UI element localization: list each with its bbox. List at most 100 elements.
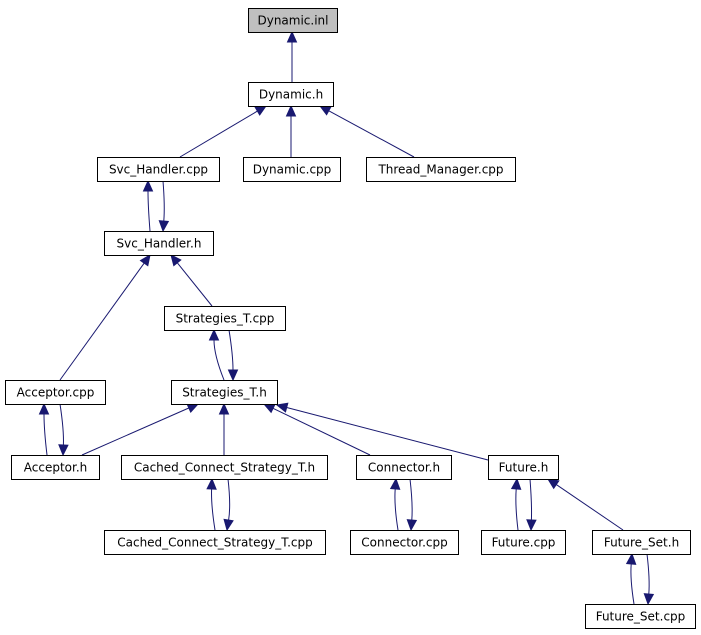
edge-connector-cpp-to-connector-h xyxy=(389,477,401,531)
edge-line xyxy=(43,413,48,456)
edge-svc-handler-cpp-to-dynamic-h xyxy=(179,105,268,158)
arrowhead xyxy=(186,403,200,414)
edge-line xyxy=(179,110,258,158)
arrowhead xyxy=(206,477,217,490)
node-cached-connect-strategy-t-cpp[interactable]: Cached_Connect_Strategy_T.cpp xyxy=(104,530,326,555)
node-future-cpp[interactable]: Future.cpp xyxy=(481,530,566,555)
edge-line xyxy=(529,478,533,521)
node-strategies-t-h[interactable]: Strategies_T.h xyxy=(171,380,278,405)
node-box xyxy=(248,82,334,107)
node-dynamic-cpp[interactable]: Dynamic.cpp xyxy=(243,157,341,182)
node-box xyxy=(171,380,278,405)
edge-future-set-h-to-future-h xyxy=(546,478,624,531)
node-box xyxy=(243,157,341,182)
node-label: Dynamic.h xyxy=(259,88,323,102)
edge-line xyxy=(213,339,225,381)
arrowhead xyxy=(142,179,154,192)
node-future-h[interactable]: Future.h xyxy=(488,455,559,480)
arrowhead xyxy=(510,477,522,490)
edge-acceptor-cpp-to-acceptor-h xyxy=(58,403,69,457)
edge-connector-h-to-connector-cpp xyxy=(406,478,418,532)
edge-future-set-h-to-future-set-cpp xyxy=(643,553,655,606)
node-label: Strategies_T.h xyxy=(182,386,267,400)
edge-line xyxy=(409,478,413,521)
edge-line xyxy=(394,488,399,531)
edge-future-h-to-strategies-t-h xyxy=(275,402,489,461)
node-label: Dynamic.cpp xyxy=(253,163,332,177)
arrowhead xyxy=(625,552,637,565)
node-cached-connect-strategy-t-h[interactable]: Cached_Connect_Strategy_T.h xyxy=(121,455,328,480)
node-box xyxy=(121,455,328,480)
edge-line xyxy=(81,407,190,456)
edge-cached-connect-strategy-t-h-to-cached-connect-strategy-t-cpp xyxy=(223,478,234,532)
arrowhead xyxy=(218,402,230,415)
node-dynamic-inl[interactable]: Dynamic.inl xyxy=(248,8,338,33)
node-future-set-h[interactable]: Future_Set.h xyxy=(592,530,691,555)
edge-line xyxy=(211,488,216,531)
node-label: Svc_Handler.h xyxy=(117,237,202,251)
edge-line xyxy=(328,110,415,158)
node-label: Dynamic.inl xyxy=(257,14,328,28)
node-label: Thread_Manager.cpp xyxy=(377,163,503,177)
node-label: Future_Set.h xyxy=(604,536,679,550)
arrowhead xyxy=(286,30,298,43)
edge-thread-manager-cpp-to-dynamic-h xyxy=(318,105,415,158)
edge-cached-connect-strategy-t-cpp-to-cached-connect-strategy-t-h xyxy=(206,477,217,531)
node-dynamic-h[interactable]: Dynamic.h xyxy=(248,82,334,107)
node-box xyxy=(488,455,559,480)
node-svc-handler-h[interactable]: Svc_Handler.h xyxy=(104,231,214,256)
node-acceptor-cpp[interactable]: Acceptor.cpp xyxy=(5,380,106,405)
node-label: Cached_Connect_Strategy_T.cpp xyxy=(117,536,313,550)
edges-layer xyxy=(38,30,655,606)
edge-svc-handler-cpp-to-svc-handler-h xyxy=(158,180,170,233)
node-connector-h[interactable]: Connector.h xyxy=(356,455,452,480)
node-future-set-cpp[interactable]: Future_Set.cpp xyxy=(585,604,696,629)
node-acceptor-h[interactable]: Acceptor.h xyxy=(11,455,100,480)
edge-line xyxy=(630,563,635,605)
arrowhead xyxy=(526,519,537,532)
edge-line xyxy=(286,407,489,461)
node-thread-manager-cpp[interactable]: Thread_Manager.cpp xyxy=(366,157,516,182)
node-box xyxy=(104,231,214,256)
node-connector-cpp[interactable]: Connector.cpp xyxy=(350,530,459,555)
node-svc-handler-cpp[interactable]: Svc_Handler.cpp xyxy=(97,157,220,182)
edge-line xyxy=(162,180,165,222)
node-box xyxy=(592,530,691,555)
edge-cached-connect-strategy-t-h-to-strategies-t-h xyxy=(218,402,230,455)
edge-line xyxy=(556,484,624,531)
node-box xyxy=(97,157,220,182)
arrowhead xyxy=(318,105,332,116)
node-label: Future.h xyxy=(499,461,549,475)
edge-line xyxy=(176,262,213,307)
arrowhead xyxy=(275,402,289,413)
node-label: Cached_Connect_Strategy_T.h xyxy=(134,461,315,475)
arrowhead xyxy=(406,519,418,532)
node-label: Strategies_T.cpp xyxy=(176,312,275,326)
node-label: Future_Set.cpp xyxy=(596,610,686,624)
edge-dynamic-cpp-to-dynamic-h xyxy=(285,104,297,157)
node-strategies-t-cpp[interactable]: Strategies_T.cpp xyxy=(164,306,286,331)
edge-line xyxy=(646,553,650,595)
arrowhead xyxy=(643,593,655,606)
arrowhead xyxy=(254,105,268,116)
edge-line xyxy=(59,403,64,446)
edge-acceptor-h-to-strategies-t-h xyxy=(81,403,200,456)
edge-svc-handler-h-to-svc-handler-cpp xyxy=(142,179,154,232)
arrowhead xyxy=(58,444,69,457)
edge-acceptor-cpp-to-svc-handler-h xyxy=(59,254,151,381)
node-box xyxy=(5,380,106,405)
edge-future-cpp-to-future-h xyxy=(510,477,522,531)
node-box xyxy=(350,530,459,555)
edge-dynamic-h-to-dynamic-inl xyxy=(286,30,298,82)
node-box xyxy=(248,8,338,33)
edge-strategies-t-h-to-strategies-t-cpp xyxy=(208,328,225,381)
node-label: Connector.h xyxy=(368,461,440,475)
arrowhead xyxy=(227,369,239,382)
arrowhead xyxy=(223,518,234,532)
arrowhead xyxy=(170,254,182,267)
arrowhead xyxy=(139,254,151,267)
edge-line xyxy=(515,488,519,531)
edge-line xyxy=(227,478,231,521)
